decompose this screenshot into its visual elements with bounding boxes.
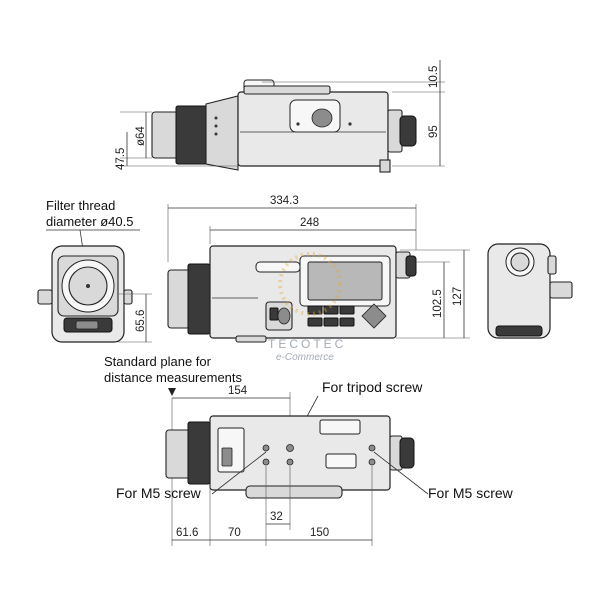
bottom-screw-hole	[262, 444, 270, 452]
front-view: 334.3 248 102.5 127	[167, 195, 470, 343]
dim-334-3: 334.3	[270, 195, 299, 207]
top-screw	[296, 122, 300, 126]
leader-line	[211, 451, 267, 495]
bottom-label	[319, 419, 361, 435]
right-eyepiece-inner	[510, 252, 530, 272]
right-side-knob	[547, 255, 557, 275]
bottom-screw-hole	[286, 458, 294, 466]
right-strap-lug	[549, 281, 573, 299]
bottom-screw-hole	[262, 458, 270, 466]
front-key[interactable]	[323, 305, 339, 315]
top-dot	[214, 132, 218, 136]
left-side-knob	[123, 289, 133, 305]
standard-plane-marker	[168, 388, 176, 396]
dim-102-5: 102.5	[432, 289, 444, 318]
bottom-lens-barrel	[187, 421, 211, 485]
front-key[interactable]	[307, 317, 323, 327]
m5-screw-label-left: For M5 screw	[116, 485, 202, 501]
watermark-emblem	[278, 252, 342, 316]
front-lens-barrel	[187, 263, 211, 335]
top-lens-barrel	[175, 105, 209, 165]
front-display	[307, 261, 383, 301]
front-dpad[interactable]	[361, 303, 387, 329]
bottom-screw-hole	[368, 444, 376, 452]
front-port	[269, 307, 279, 321]
watermark-brand: TECOTEC	[268, 337, 346, 351]
dim-top-10-5: 10.5	[428, 66, 440, 88]
top-rear-foot	[379, 159, 391, 173]
top-lens-cone	[205, 95, 239, 171]
front-key[interactable]	[307, 305, 323, 315]
watermark-tagline: e-Commerce	[276, 352, 334, 363]
left-view: Filter thread diameter ø40.5 65.6	[37, 198, 152, 343]
top-view: 10.5 95 ø64 47.5	[115, 60, 445, 173]
bottom-rear-eyepiece	[399, 437, 415, 469]
top-screw	[348, 122, 352, 126]
bottom-label-2	[325, 453, 357, 469]
front-rear-eyepiece	[405, 255, 417, 277]
m5-screw-label-right: For M5 screw	[428, 485, 514, 501]
leader-line	[373, 451, 429, 495]
filter-thread-label-1: Filter thread	[46, 198, 115, 213]
dim-61-6: 61.6	[176, 527, 198, 539]
standard-plane-label-1: Standard plane for	[104, 354, 212, 369]
bottom-lens-hood	[165, 429, 191, 479]
dim-154: 154	[228, 385, 248, 397]
top-dot	[214, 124, 218, 128]
dim-32: 32	[270, 511, 283, 523]
tripod-screw-label: For tripod screw	[322, 379, 423, 395]
watermark: TECOTEC e-Commerce	[268, 252, 346, 363]
left-base-slot	[75, 320, 99, 330]
front-label-plate	[255, 261, 301, 273]
top-dot	[214, 116, 218, 120]
dim-lens-offset: 47.5	[115, 148, 127, 170]
right-view	[487, 243, 573, 339]
standard-plane-label-2: distance measurements	[104, 370, 243, 385]
top-handle-rail	[243, 85, 331, 95]
left-lens-center	[86, 284, 90, 288]
dim-left-65-6: 65.6	[135, 310, 147, 332]
front-lens-hood	[167, 269, 191, 329]
dim-70: 70	[228, 527, 241, 539]
front-key[interactable]	[323, 317, 339, 327]
front-switch[interactable]	[277, 307, 291, 325]
bottom-battery	[221, 447, 233, 467]
dim-150: 150	[310, 527, 329, 539]
bottom-tripod-hole	[286, 444, 294, 452]
bottom-screw-hole	[368, 458, 376, 466]
dim-127: 127	[452, 287, 464, 306]
front-foot	[235, 335, 267, 343]
right-base	[495, 325, 543, 337]
top-button-round	[311, 108, 333, 128]
bottom-handle	[245, 485, 343, 499]
dim-lens-dia: ø64	[135, 126, 147, 146]
left-side-knob	[37, 289, 53, 305]
dim-top-95: 95	[428, 125, 440, 138]
top-lens-hood	[151, 111, 179, 159]
bottom-view: Standard plane for distance measurements…	[104, 354, 514, 546]
front-key[interactable]	[339, 305, 355, 315]
filter-thread-label-2: diameter ø40.5	[46, 214, 133, 229]
dim-248: 248	[300, 217, 319, 229]
front-key[interactable]	[339, 317, 355, 327]
top-rear-eyepiece	[399, 115, 417, 147]
